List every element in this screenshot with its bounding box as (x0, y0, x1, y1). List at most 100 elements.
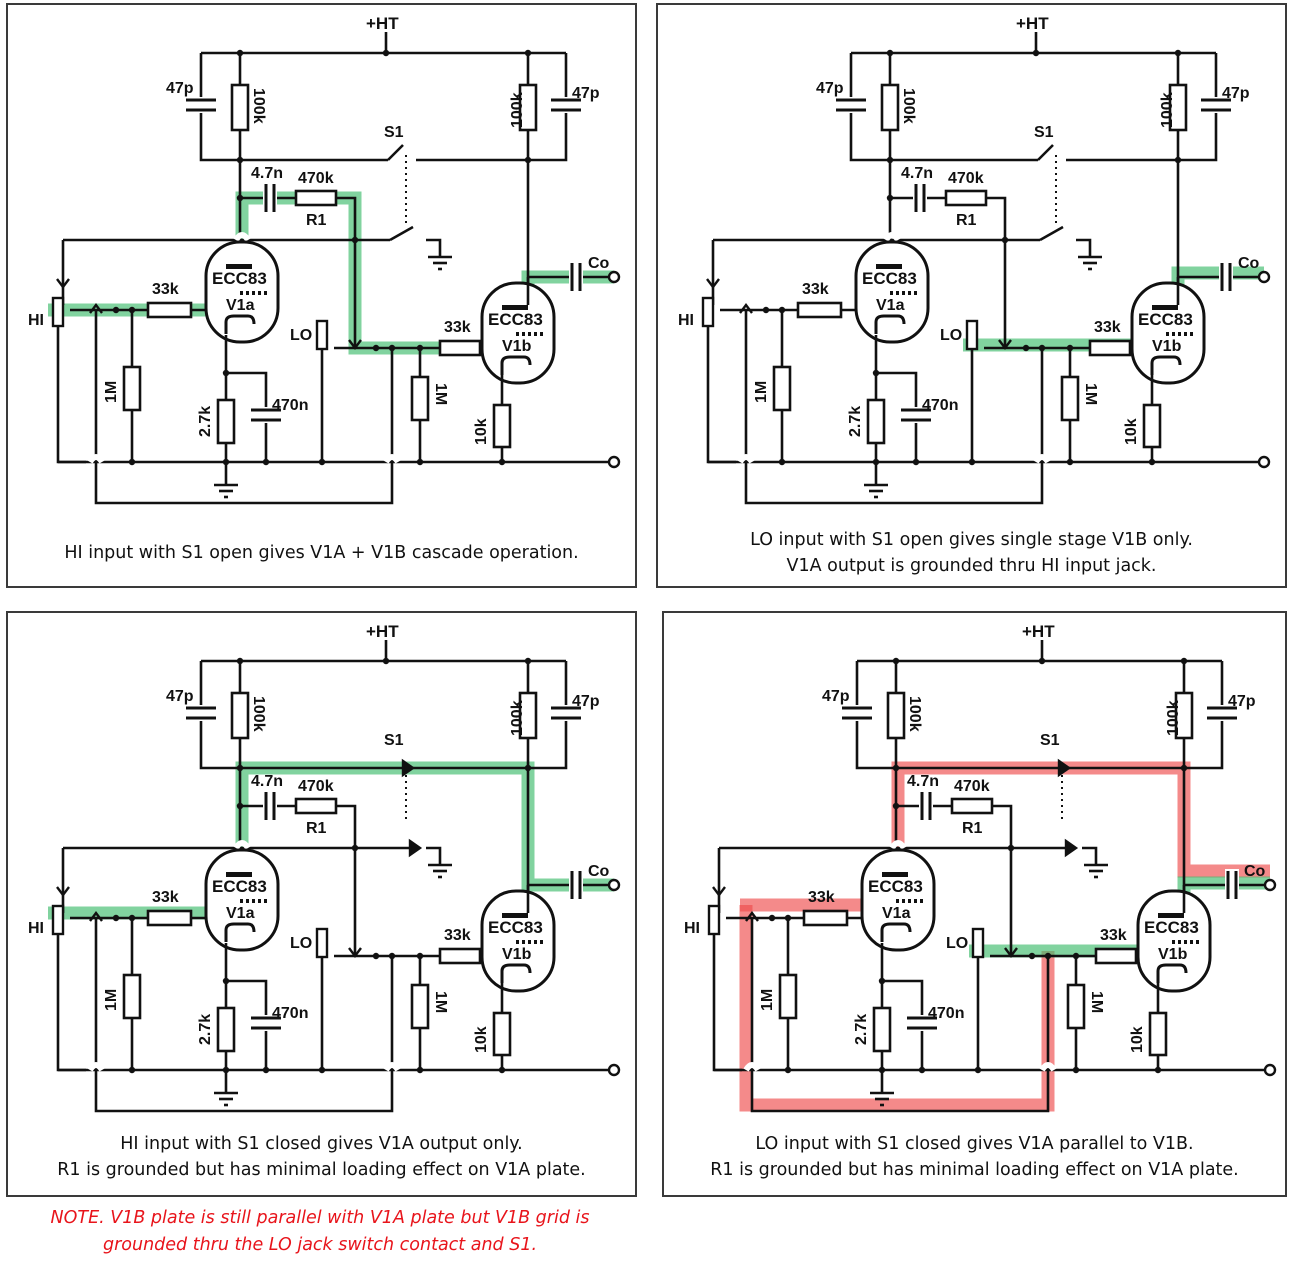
cap-470n-label: 470n (928, 1005, 964, 1022)
junction-dot (262, 1066, 270, 1074)
res-100k-label: 100k (1165, 700, 1182, 736)
tube-grid (522, 940, 525, 944)
resistor (1142, 403, 1162, 449)
junction-dot (351, 844, 359, 852)
cap-47p-label: 47p (822, 688, 850, 705)
junction-dot (351, 236, 359, 244)
resistor (950, 797, 994, 815)
lo-jack-label: LO (946, 935, 968, 952)
wire (240, 196, 357, 348)
wire (890, 196, 1007, 348)
tube-cathode (1150, 355, 1182, 375)
switch-s1-blade (1037, 144, 1054, 161)
tube-type-label: ECC83 (488, 918, 543, 937)
tube-grid (1190, 332, 1193, 336)
hi-jack-label: HI (684, 920, 700, 937)
junction-dot (1174, 156, 1182, 164)
resistor (492, 403, 512, 449)
tube-grid (246, 291, 249, 295)
junction-dot (262, 458, 270, 466)
caption-lo-open: LO input with S1 open gives single stage… (750, 530, 1193, 576)
wire (849, 53, 1038, 162)
hi-jack-label: HI (28, 920, 44, 937)
resistor (146, 301, 193, 319)
supply-label: +HT (1022, 622, 1055, 641)
wire (896, 804, 1013, 956)
tube-grid (252, 899, 255, 903)
res-33k-label: 33k (444, 927, 471, 944)
lo-jack-label: LO (290, 935, 312, 952)
junction-dot (416, 458, 424, 466)
tube-grid (534, 332, 537, 336)
tube-grid (1196, 940, 1199, 944)
junction-dot (1001, 236, 1009, 244)
tube-grid (902, 291, 905, 295)
res-2k7-label: 2.7k (847, 406, 864, 437)
junction-dot (416, 1066, 424, 1074)
r1-label: R1 (962, 820, 983, 837)
arrow-icon (712, 886, 726, 897)
junction-dot (524, 764, 532, 772)
tube-section-label: V1a (882, 905, 911, 922)
arrow-icon (1064, 838, 1079, 858)
arrow-icon (348, 339, 362, 350)
tube-grid (264, 291, 267, 295)
resistor (122, 973, 142, 1020)
tube-grid (528, 332, 531, 336)
junction-dot (382, 657, 390, 665)
junction-dot (222, 458, 230, 466)
resistor (230, 83, 250, 132)
res-2k7-label: 2.7k (197, 406, 214, 437)
resistor (1060, 375, 1080, 422)
tube-grid (896, 291, 899, 295)
tube-section-label: V1b (502, 946, 532, 963)
ground-terminal (607, 455, 621, 469)
junction-dot (1038, 657, 1046, 665)
wire (876, 371, 918, 462)
output-terminal (1263, 878, 1277, 892)
tube-grid (908, 291, 911, 295)
arrow-icon (56, 278, 70, 289)
junction-dot (236, 156, 244, 164)
junction-dot (498, 1066, 506, 1074)
switch-s1-label: S1 (384, 732, 404, 749)
res-100k-label: 100k (250, 696, 267, 732)
resistor (230, 691, 250, 740)
resistor (872, 1006, 892, 1053)
output-cap-label: Co (588, 255, 610, 272)
cap-47p-label: 47p (166, 688, 194, 705)
tube-section-label: V1a (226, 905, 255, 922)
supply-label: +HT (366, 622, 399, 641)
crossing-gap (1033, 454, 1051, 464)
signal-path-highlight (235, 191, 518, 355)
tube-grid (240, 291, 243, 295)
crossing-gap (883, 232, 901, 242)
res-470k-label: 470k (954, 778, 990, 795)
res-1m-label: 1M (103, 381, 120, 403)
tube-grid (914, 899, 917, 903)
junction-dot (498, 458, 506, 466)
wire (56, 934, 86, 1072)
tube-type-label: ECC83 (488, 310, 543, 329)
resistor (492, 1011, 512, 1057)
res-33k-label: 33k (808, 889, 835, 906)
resistor (216, 398, 236, 445)
res-470k-label: 470k (298, 170, 334, 187)
tube-type-label: ECC83 (1144, 918, 1199, 937)
resistor (410, 375, 430, 422)
wire (226, 371, 268, 462)
resistor (294, 189, 338, 207)
wire (1072, 661, 1224, 770)
junction-dot (886, 156, 894, 164)
cap-470n-label: 470n (272, 397, 308, 414)
lo-jack (971, 927, 985, 959)
crossing-gap (1039, 1062, 1057, 1072)
junction-dot (128, 1066, 136, 1074)
tube-cathode (880, 922, 912, 942)
res-33k-label: 33k (802, 281, 829, 298)
tube-plate (502, 305, 528, 310)
arrow-icon (348, 947, 362, 958)
